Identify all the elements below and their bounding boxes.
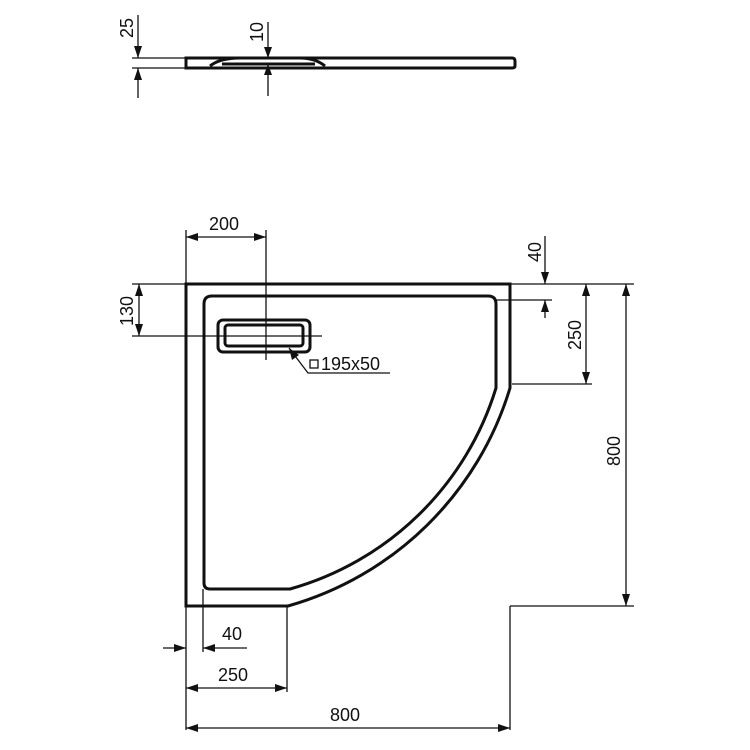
arrow-down-icon [582,372,590,384]
dim-label-rim-left: 40 [222,624,242,644]
tray-inner-outline [202,294,498,591]
arrow-up-icon [134,68,142,80]
dim-label-waste-depth: 10 [247,22,267,42]
arrow-down-icon [135,324,143,336]
arrow-left-icon [186,724,198,732]
dim-label-width: 800 [330,705,360,725]
arrow-down-icon [264,47,272,58]
arrow-right-icon [498,724,510,732]
arrow-right-icon [275,684,287,692]
dim-label-waste-offset-x: 200 [209,214,239,234]
arrow-left-icon [186,684,198,692]
arrow-up-icon [264,64,272,75]
arrow-down-icon [541,272,549,284]
arrow-up-icon [541,300,549,312]
arrow-left-icon [203,644,215,652]
tray-profile-outline [184,56,517,70]
arrow-up-icon [582,284,590,296]
dim-label-rim-top: 40 [525,242,545,262]
dim-label-waste-offset-y: 130 [117,296,137,326]
arrow-right-icon [254,233,266,241]
arrow-down-icon [134,46,142,58]
dim-label-waste-size: 195x50 [321,354,380,374]
arrow-up-icon [622,284,630,296]
arrow-down-icon [622,594,630,606]
dim-label-straight-bottom: 250 [218,665,248,685]
arrow-up-icon [135,284,143,296]
leader-arrow-icon [289,348,299,360]
arrow-left-icon [186,233,198,241]
dim-label-straight-right: 250 [565,320,585,350]
waste-recess-edge [209,56,326,68]
square-symbol-icon [309,359,319,369]
arrow-right-icon [174,644,186,652]
tray-outer-outline [184,282,512,608]
dim-label-thickness: 25 [117,18,137,38]
profile-view: 25 10 [117,15,517,98]
dim-label-depth: 800 [604,436,624,466]
plan-view: 200 130 195x50 40 250 800 [117,214,634,732]
